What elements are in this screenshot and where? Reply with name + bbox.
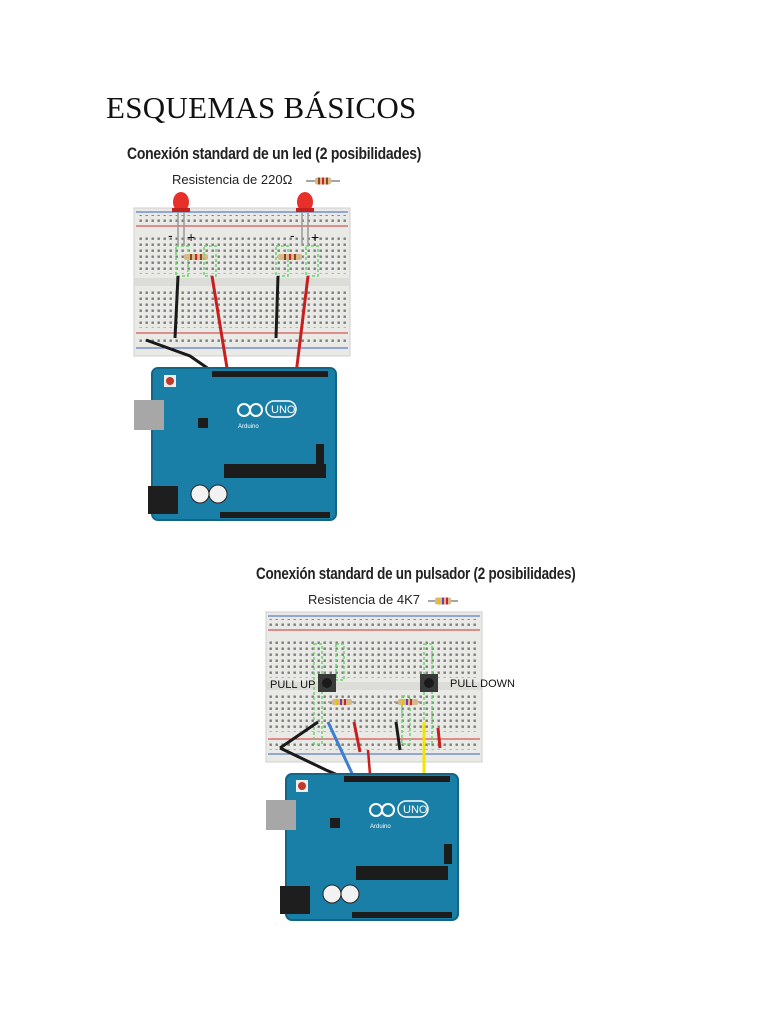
figure-led-subtitle: Resistencia de 220Ω xyxy=(172,172,293,187)
pushbutton-pull-up xyxy=(318,674,336,692)
figure-led-title: Conexión standard de un led (2 posibilid… xyxy=(127,144,422,163)
figure-pushbutton-subtitle: Resistencia de 4K7 xyxy=(308,592,421,607)
resistor-pull-up xyxy=(328,699,356,705)
led-1-minus: - xyxy=(168,227,173,243)
led-2: - + xyxy=(275,192,319,277)
label-pull-up: PULL UP xyxy=(270,679,316,691)
pushbutton-pull-down xyxy=(420,674,438,692)
resistor-icon xyxy=(428,597,458,605)
led-2-plus: + xyxy=(311,229,319,245)
arduino-board: UNO Arduino xyxy=(134,367,337,521)
board-model-label: UNO xyxy=(271,404,296,416)
board-brand-label: Arduino xyxy=(370,824,391,830)
led-1-plus: + xyxy=(187,229,195,245)
arduino-board: UNO Arduino xyxy=(266,773,459,921)
page-title: ESQUEMAS BÁSICOS xyxy=(106,90,417,125)
breadboard xyxy=(265,611,483,763)
breadboard xyxy=(133,207,351,357)
figure-pushbutton: Conexión standard de un pulsador (2 posi… xyxy=(244,560,576,925)
figure-pushbutton-title: Conexión standard de un pulsador (2 posi… xyxy=(256,564,576,583)
label-pull-down: PULL DOWN xyxy=(450,678,515,690)
arduino-logo: UNO Arduino xyxy=(237,400,297,430)
wires xyxy=(145,275,310,376)
arduino-logo: UNO Arduino xyxy=(369,800,429,830)
resistor-pull-down xyxy=(394,699,422,705)
led-1: - + xyxy=(168,192,208,277)
connection-markers xyxy=(313,643,433,745)
figure-led: Conexión standard de un led (2 posibilid… xyxy=(120,140,421,530)
resistor-icon xyxy=(306,177,340,185)
pushbutton-circuit-diagram: UNO Arduino xyxy=(265,611,483,921)
board-model-label: UNO xyxy=(403,804,428,816)
board-brand-label: Arduino xyxy=(238,424,259,430)
led-circuit-diagram: - + - + xyxy=(133,192,351,521)
led-2-minus: - xyxy=(290,227,295,243)
